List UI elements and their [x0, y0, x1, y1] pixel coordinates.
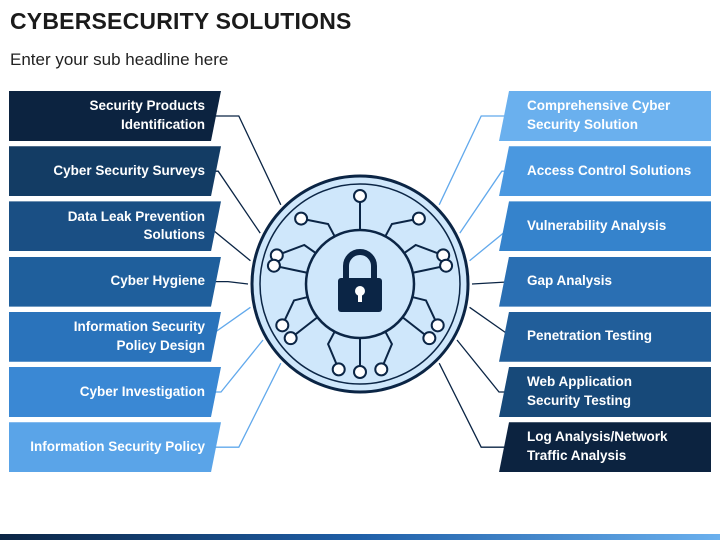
- left-item-label: Cyber Hygiene: [110, 273, 205, 289]
- padlock-shackle: [343, 249, 377, 280]
- right-item: Vulnerability Analysis: [499, 201, 711, 252]
- right-item: Access Control Solutions: [499, 146, 711, 197]
- right-connector-line: [459, 170, 508, 234]
- left-item-label: Cyber Security Surveys: [53, 162, 205, 178]
- left-item-label: Security Products Identification: [89, 98, 205, 132]
- left-connector-line: [212, 362, 282, 448]
- left-item-label: Information Security Policy: [30, 438, 205, 454]
- left-connector-line: [212, 115, 282, 206]
- outer-ring-inner-edge: [259, 183, 461, 385]
- keyhole-slot: [358, 292, 362, 302]
- page-subtitle: Enter your sub headline here: [10, 50, 229, 69]
- left-item: Cyber Investigation: [9, 367, 221, 417]
- circuit-node: [353, 365, 367, 379]
- circuit-trace: [276, 243, 317, 257]
- left-item: Information Security Policy Design: [9, 312, 221, 362]
- circuit-node: [283, 331, 298, 346]
- circuit-trace: [281, 296, 308, 326]
- left-item: Cyber Hygiene: [9, 257, 221, 307]
- circuit-trace: [412, 296, 439, 326]
- circuit-node: [439, 258, 454, 273]
- left-item: Data Leak Prevention Solutions: [9, 201, 221, 251]
- right-item-label: Access Control Solutions: [527, 162, 692, 178]
- right-item-label: Gap Analysis: [527, 273, 613, 289]
- right-item-label: Web Application Security Testing: [527, 374, 633, 408]
- circuit-trace: [380, 331, 394, 370]
- right-connector-line: [438, 362, 508, 448]
- right-item-label: Vulnerability Analysis: [527, 217, 667, 233]
- circuit-node: [294, 211, 309, 226]
- circuit-node: [411, 211, 426, 226]
- circuit-node: [422, 331, 437, 346]
- circuit-node: [275, 318, 290, 333]
- right-item: Web Application Security Testing: [499, 367, 711, 417]
- left-item-label: Information Security Policy Design: [73, 318, 205, 353]
- left-item: Information Security Policy: [9, 422, 221, 472]
- central-hub: [250, 174, 470, 394]
- page-title: CYBERSECURITY SOLUTIONS: [10, 8, 352, 34]
- left-item: Cyber Security Surveys: [9, 146, 221, 196]
- circuit-node: [266, 258, 281, 273]
- circuit-node: [353, 189, 367, 203]
- left-item-label: Cyber Investigation: [79, 383, 205, 399]
- bottom-accent-bar: [0, 534, 720, 540]
- left-connector-line: [212, 280, 249, 285]
- right-item-label: Penetration Testing: [527, 328, 653, 344]
- circuit-trace: [300, 217, 336, 237]
- right-item-label: Comprehensive Cyber Security Solution: [527, 98, 671, 132]
- left-connector-line: [212, 339, 264, 393]
- right-item: Penetration Testing: [499, 311, 711, 362]
- circuit-node: [430, 318, 445, 333]
- circuit-trace: [326, 331, 340, 370]
- right-item: Log Analysis/Network Traffic Analysis: [499, 422, 711, 473]
- circuit-node: [331, 362, 346, 377]
- circuit-node: [374, 362, 389, 377]
- left-item: Security Products Identification: [9, 91, 221, 141]
- right-item: Gap Analysis: [499, 256, 711, 307]
- right-connector-line: [438, 115, 508, 206]
- circuit-trace: [384, 217, 420, 237]
- left-item-label: Data Leak Prevention Solutions: [67, 208, 205, 243]
- keyhole-circle: [355, 286, 365, 296]
- circuit-trace: [403, 243, 444, 257]
- right-connector-line: [456, 339, 508, 393]
- right-item-label: Log Analysis/Network Traffic Analysis: [527, 429, 668, 464]
- padlock-icon: [338, 249, 382, 312]
- right-item: Comprehensive Cyber Security Solution: [499, 91, 711, 141]
